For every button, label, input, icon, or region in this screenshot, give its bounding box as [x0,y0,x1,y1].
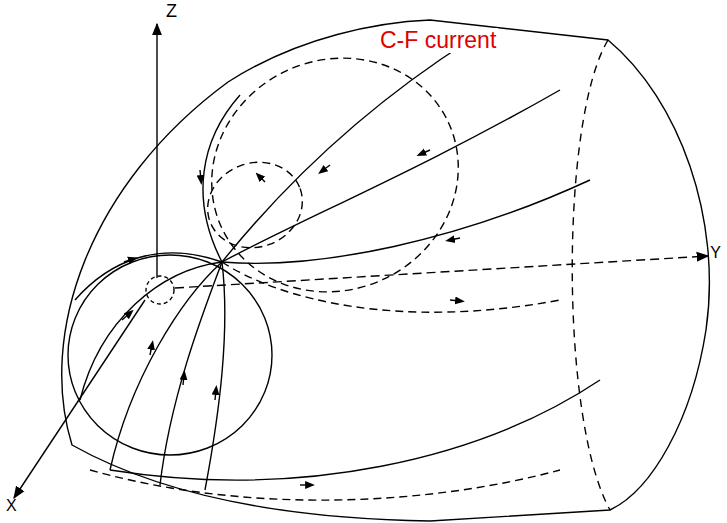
current-line [222,40,470,262]
current-line [222,180,590,263]
earth [146,276,174,304]
direction-arrow [183,375,184,385]
current-line [203,95,240,262]
current-line [80,262,222,400]
axis-label: Z [164,2,179,22]
direction-arrow [259,176,265,182]
current-line [222,262,560,312]
direction-arrow [450,238,460,240]
direction-arrow [150,345,152,355]
current-line [205,262,225,490]
direction-arrow [322,165,330,171]
tail-edge [572,40,610,510]
direction-arrow [215,390,216,400]
y-axis [175,256,708,288]
axis-label: X [4,497,19,515]
current-line [222,90,560,262]
direction-arrow [450,300,460,301]
current-loop [90,470,560,500]
current-line [160,262,222,485]
current-label: C-F current [378,28,498,53]
x-axis [14,300,145,498]
direction-arrow [124,259,133,262]
current-line [110,262,222,470]
direction-arrow [421,150,430,154]
axis-label: Y [708,244,723,262]
direction-arrow [122,313,130,320]
direction-arrow [200,170,201,180]
current-line [75,253,222,300]
cusp-loop [173,18,497,332]
current-loop [110,380,600,480]
direction-arrow [300,484,310,485]
magnetopause-outline [62,20,710,521]
z-axis [156,24,157,278]
